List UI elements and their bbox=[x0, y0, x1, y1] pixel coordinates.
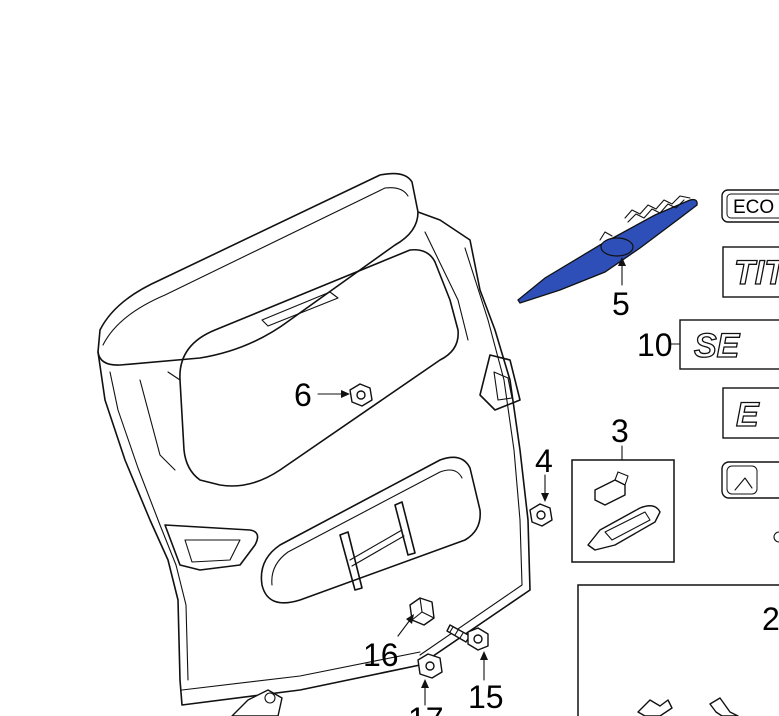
badge-se: SE bbox=[679, 319, 779, 370]
applique-part-5[interactable] bbox=[517, 195, 698, 304]
badge-eco: ECO bbox=[721, 189, 779, 223]
badge-eco-text: ECO bbox=[733, 197, 774, 218]
parts-box-part-2 bbox=[577, 584, 779, 716]
callout-17: 17 bbox=[408, 701, 444, 716]
callout-3: 3 bbox=[611, 413, 629, 449]
badge-e: E bbox=[722, 387, 779, 439]
callout-2: 2 bbox=[762, 601, 779, 637]
callout-16: 16 bbox=[363, 637, 399, 673]
callout-15: 15 bbox=[468, 679, 504, 715]
leader-arrows bbox=[317, 257, 681, 706]
callout-10: 10 bbox=[637, 327, 673, 363]
clip-part-16[interactable] bbox=[409, 597, 435, 626]
callout-6: 6 bbox=[294, 377, 312, 413]
badge-tit-text: TIT bbox=[734, 254, 779, 292]
nut-part-17[interactable] bbox=[417, 653, 443, 679]
liftgate bbox=[97, 172, 531, 706]
badge-se-text: SE bbox=[694, 327, 741, 365]
badge-e-text: E bbox=[736, 396, 760, 434]
camera-part bbox=[231, 689, 283, 716]
switch-box-part-3 bbox=[571, 459, 675, 563]
bolt-part-15[interactable] bbox=[446, 624, 489, 651]
callout-5: 5 bbox=[612, 286, 630, 322]
nut-part-6[interactable] bbox=[349, 383, 373, 407]
nut-part-4[interactable] bbox=[529, 503, 553, 527]
badge-tit: TIT bbox=[722, 246, 779, 298]
callout-4: 4 bbox=[535, 443, 553, 479]
badge-oval bbox=[721, 461, 779, 499]
small-ring bbox=[773, 531, 779, 543]
